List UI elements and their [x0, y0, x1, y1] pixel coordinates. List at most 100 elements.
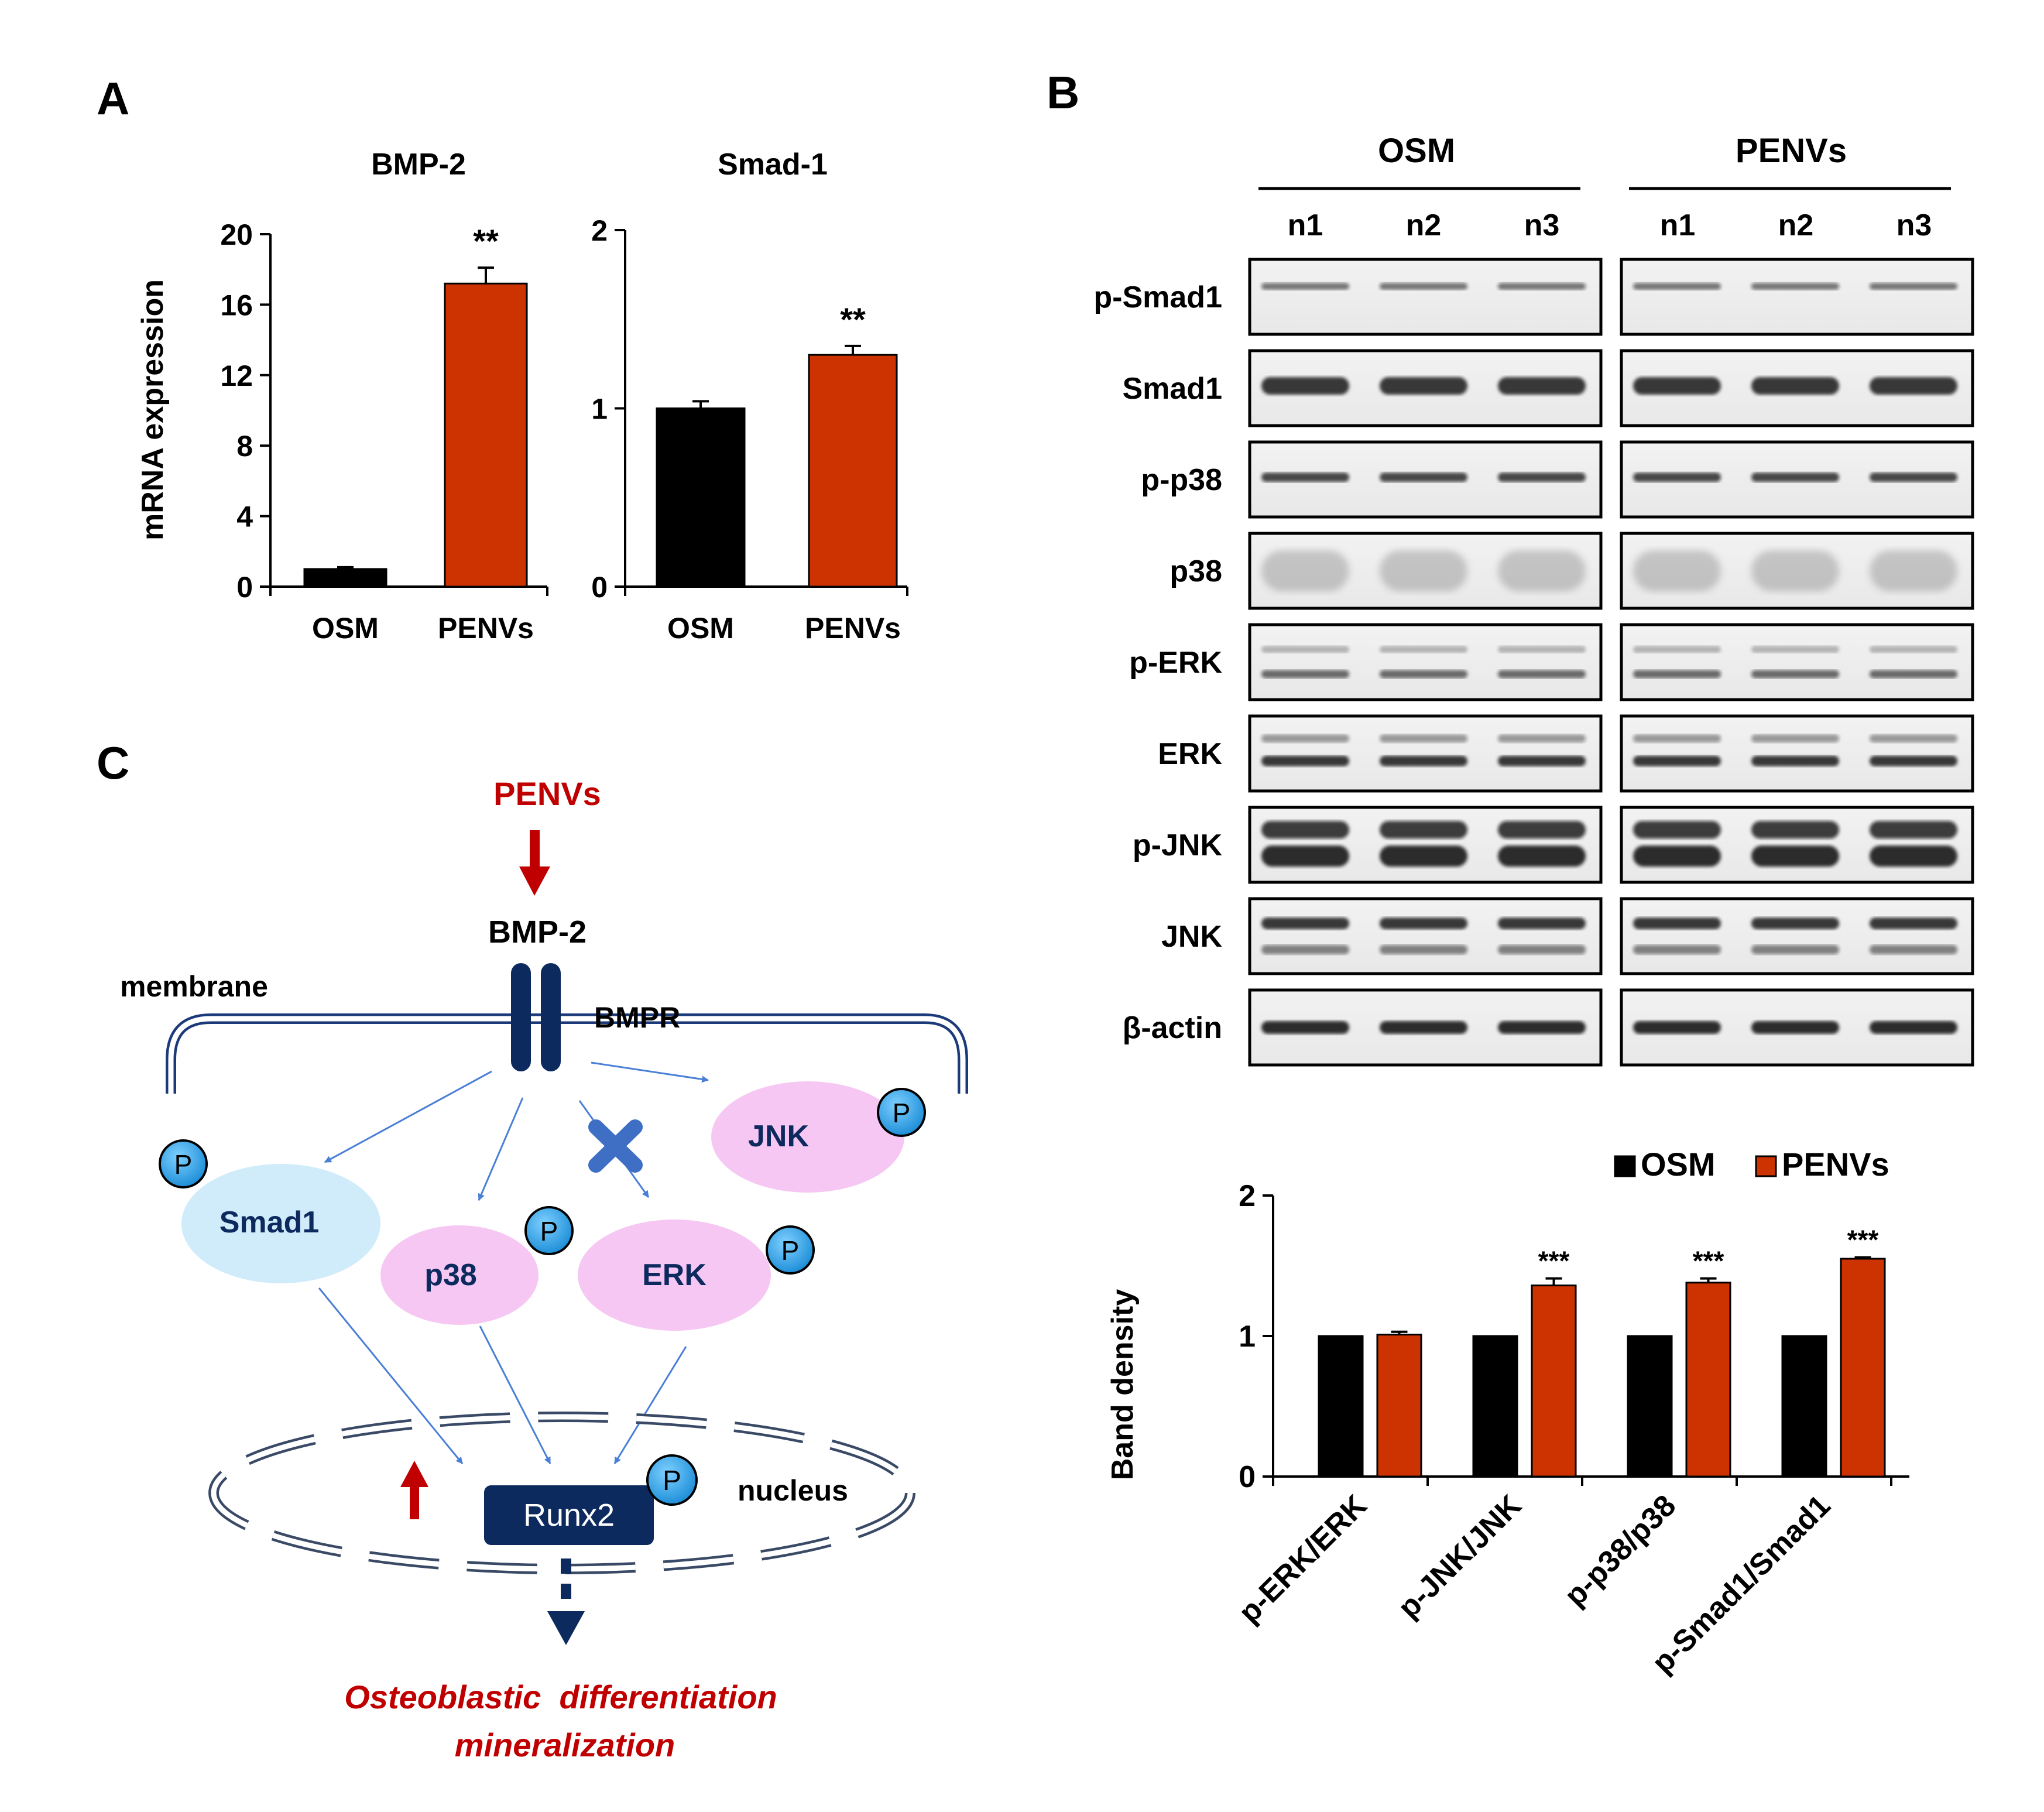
bar — [1685, 1282, 1731, 1478]
y-tick-label: 20 — [220, 218, 253, 251]
blot-band — [1870, 734, 1957, 743]
y-tick-label: 12 — [220, 359, 253, 392]
blot-frame — [1620, 623, 1974, 701]
chart-2-bars: ** — [656, 301, 898, 588]
y-tick-label: 0 — [1239, 1460, 1256, 1494]
legend-swatch-osm — [1614, 1155, 1636, 1177]
jnk-node — [711, 1081, 904, 1193]
blot-band — [1870, 646, 1957, 653]
blot-band — [1751, 472, 1839, 482]
blot-band — [1498, 472, 1586, 482]
panel-c-letter: C — [97, 737, 129, 789]
bar — [656, 407, 746, 588]
blot-band — [1261, 1021, 1349, 1034]
stimulus-arrow — [519, 830, 550, 896]
blot-band — [1380, 472, 1467, 482]
cell-membrane — [166, 1013, 968, 1094]
band-density-chart: Band density 012 ********* OSM PENVs p-E… — [1106, 1146, 1909, 1680]
blot-band — [1380, 550, 1467, 591]
blot-band — [1870, 283, 1957, 290]
blot-band — [1261, 945, 1349, 955]
blot-band — [1261, 283, 1349, 290]
blot-row-label: β-actin — [1123, 1011, 1222, 1045]
bar — [1376, 1334, 1422, 1478]
significance-label: *** — [1847, 1225, 1879, 1255]
signal-arrows — [324, 1061, 709, 1201]
blot-frame — [1248, 623, 1603, 701]
blot-band — [1633, 670, 1721, 679]
band-density-legend: OSM PENVs — [1614, 1146, 1889, 1183]
blot-frame — [1248, 806, 1603, 884]
chart-1-xtick-penvs: PENVs — [438, 612, 534, 645]
blot-band — [1498, 917, 1586, 930]
significance-label: *** — [1693, 1246, 1724, 1276]
smad1-node — [181, 1164, 380, 1283]
bar — [1781, 1335, 1827, 1478]
blot-band — [1261, 550, 1349, 591]
blot-band — [1261, 821, 1349, 839]
blocked-x-icon — [588, 1119, 643, 1173]
blot-band — [1498, 1021, 1586, 1034]
significance-label: ** — [473, 222, 499, 259]
blot-band — [1751, 670, 1839, 679]
y-tick-label: 4 — [236, 501, 253, 533]
blot-band — [1380, 917, 1467, 930]
blot-band — [1751, 755, 1839, 766]
erk-node — [578, 1220, 771, 1331]
blot-band — [1498, 283, 1586, 290]
blot-band — [1870, 472, 1957, 482]
chart-1-xtick-osm: OSM — [312, 612, 379, 645]
pathway-diagram: PENVs BMP-2 membrane BMPR JNK — [120, 775, 968, 1763]
runx2-box — [484, 1485, 654, 1545]
bar — [303, 568, 387, 588]
blot-frame — [1248, 897, 1603, 975]
band-density-xtick: p-JNK/JNK — [1391, 1488, 1528, 1625]
blot-band — [1380, 670, 1467, 679]
blot-frame — [1620, 714, 1974, 793]
bar — [1531, 1285, 1577, 1478]
blot-band — [1498, 755, 1586, 766]
y-tick-label: 8 — [236, 430, 253, 463]
blot-band — [1751, 845, 1839, 867]
blot-band — [1498, 821, 1586, 839]
panel-a-letter: A — [97, 73, 129, 124]
nucleus-envelope — [208, 1412, 915, 1574]
legend-label-penvs: PENVs — [1782, 1146, 1889, 1183]
phospho-icon: P — [159, 1139, 208, 1188]
bar — [1318, 1335, 1364, 1478]
blot-row-label: p-ERK — [1129, 646, 1222, 680]
p38-label: p38 — [424, 1258, 477, 1292]
blot-band — [1633, 845, 1721, 867]
y-tick-label: 2 — [591, 214, 608, 247]
blot-band — [1751, 1021, 1839, 1034]
phospho-icon: P — [524, 1206, 574, 1255]
phospho-icon: P — [877, 1088, 926, 1137]
lane-label: n2 — [1406, 208, 1442, 242]
blot-band — [1498, 670, 1586, 679]
band-density-xtick: p-p38/p38 — [1558, 1488, 1683, 1613]
significance-label: ** — [840, 301, 866, 338]
bar — [1627, 1335, 1673, 1478]
blot-row-label: ERK — [1158, 737, 1222, 771]
legend-swatch-penvs — [1755, 1155, 1777, 1177]
chart-2-xtick-osm: OSM — [667, 612, 734, 645]
blot-band — [1870, 377, 1957, 395]
chart-1-ylabel: mRNA expression — [136, 279, 170, 540]
y-tick-label: 0 — [591, 571, 608, 604]
blot-band — [1633, 283, 1721, 290]
phospho-icon: P — [646, 1454, 698, 1506]
blot-band — [1498, 734, 1586, 743]
phospho-icon: P — [766, 1225, 815, 1275]
blot-band — [1633, 734, 1721, 743]
blot-frame — [1248, 258, 1603, 336]
blot-band — [1380, 377, 1467, 395]
bar — [444, 282, 528, 588]
blot-band — [1751, 646, 1839, 653]
blot-band — [1870, 1021, 1957, 1034]
blot-band — [1870, 670, 1957, 679]
blot-band — [1870, 550, 1957, 591]
chart-2-xticks: OSM PENVs — [667, 612, 901, 645]
